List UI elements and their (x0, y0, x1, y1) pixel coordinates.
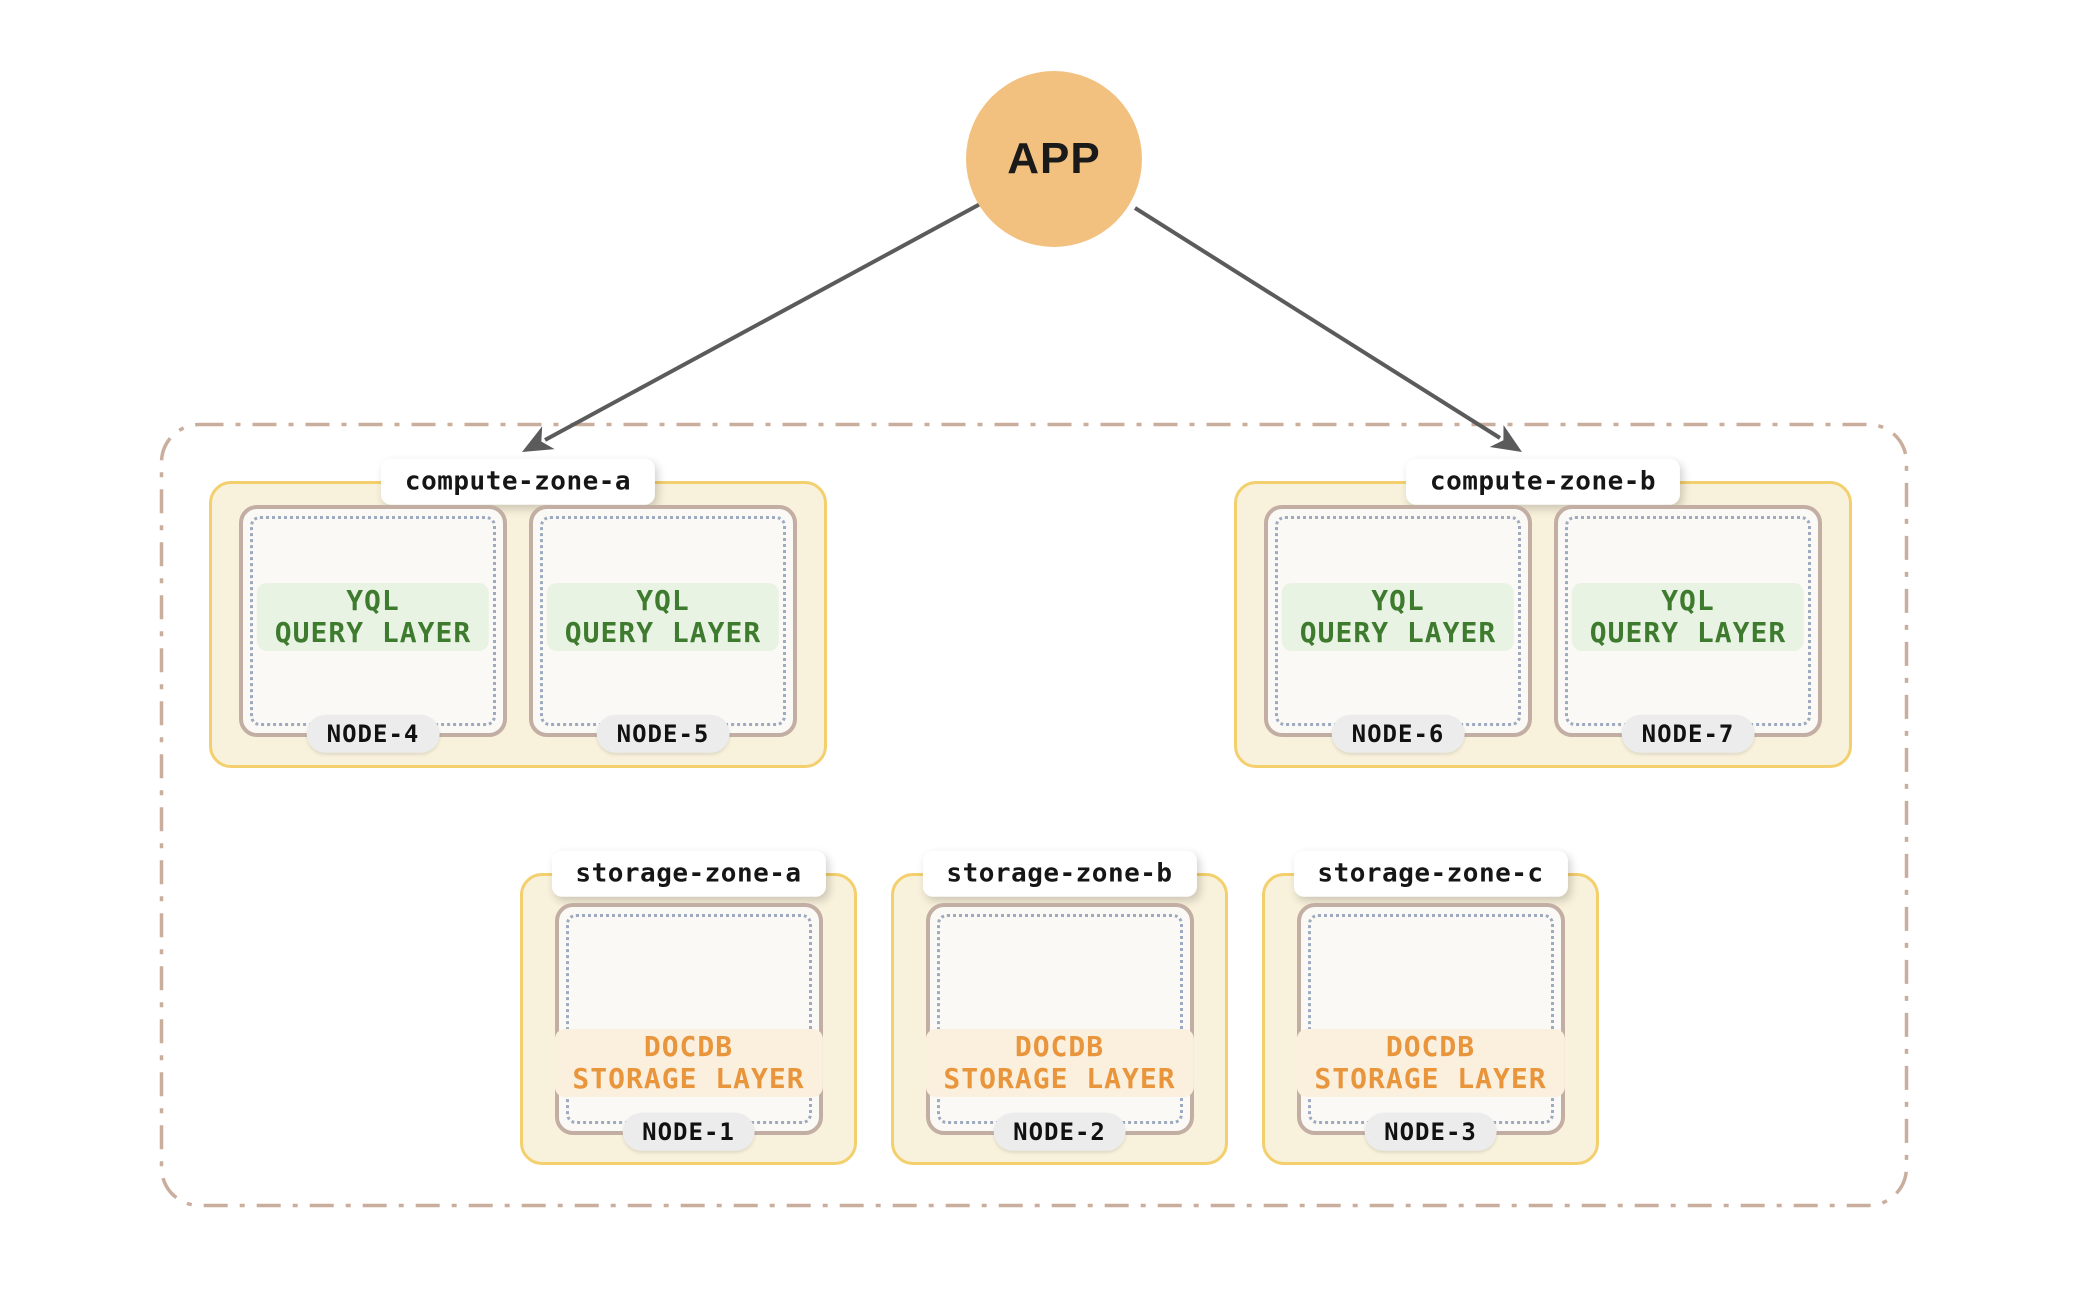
zone-compute-zone-b: compute-zone-b YQL QUERY LAYER NODE-6 YQ… (1234, 458, 1852, 768)
zone-label-storage-zone-b: storage-zone-b (922, 850, 1197, 897)
arrowhead-compute-zone-b (1489, 425, 1522, 452)
zone-nodes: DOCDB STORAGE LAYER NODE-1 (523, 876, 854, 1151)
node-2: DOCDB STORAGE LAYER NODE-2 (925, 903, 1194, 1151)
yql-query-layer-pill: YQL QUERY LAYER (1571, 583, 1805, 651)
node-badge: NODE-1 (622, 1112, 755, 1151)
layer-line-1: DOCDB (643, 1030, 734, 1063)
yql-query-layer-pill: YQL QUERY LAYER (256, 583, 490, 651)
zone-label-storage-zone-c: storage-zone-c (1293, 850, 1568, 897)
yql-query-layer-pill: YQL QUERY LAYER (546, 583, 780, 651)
node-badge: NODE-3 (1364, 1112, 1497, 1151)
layer-line-2: QUERY LAYER (1299, 616, 1497, 649)
zone-label-compute-zone-b: compute-zone-b (1405, 458, 1681, 505)
yql-query-layer-pill: YQL QUERY LAYER (1281, 583, 1515, 651)
layer-line-2: QUERY LAYER (274, 616, 472, 649)
node-4: YQL QUERY LAYER NODE-4 (239, 505, 507, 753)
zone-nodes: YQL QUERY LAYER NODE-6 YQL QUERY LAYER N… (1237, 484, 1849, 753)
node-badge: NODE-7 (1621, 714, 1755, 753)
node-5: YQL QUERY LAYER NODE-5 (529, 505, 797, 753)
cluster-boundary (159, 422, 1909, 1208)
node-badge: NODE-6 (1331, 714, 1465, 753)
docdb-storage-layer-pill: DOCDB STORAGE LAYER (925, 1029, 1194, 1097)
docdb-storage-layer-pill: DOCDB STORAGE LAYER (554, 1029, 823, 1097)
arrow-app-to-compute-zone-a (544, 201, 983, 442)
zone-storage-zone-b: storage-zone-b DOCDB STORAGE LAYER NODE-… (891, 850, 1228, 1165)
docdb-storage-layer-pill: DOCDB STORAGE LAYER (1296, 1029, 1565, 1097)
layer-line-1: DOCDB (1014, 1030, 1105, 1063)
zone-storage-zone-a: storage-zone-a DOCDB STORAGE LAYER NODE-… (520, 850, 857, 1165)
layer-line-1: YQL (1661, 584, 1715, 617)
layer-line-2: STORAGE LAYER (572, 1062, 805, 1095)
zone-label-compute-zone-a: compute-zone-a (380, 458, 656, 505)
node-7: YQL QUERY LAYER NODE-7 (1554, 505, 1822, 753)
zone-storage-zone-c: storage-zone-c DOCDB STORAGE LAYER NODE-… (1262, 850, 1599, 1165)
zone-nodes: DOCDB STORAGE LAYER NODE-2 (894, 876, 1225, 1151)
layer-line-1: YQL (636, 584, 690, 617)
node-badge: NODE-5 (596, 714, 730, 753)
zone-compute-zone-a: compute-zone-a YQL QUERY LAYER NODE-4 YQ… (209, 458, 827, 768)
layer-line-2: QUERY LAYER (564, 616, 762, 649)
node-6: YQL QUERY LAYER NODE-6 (1264, 505, 1532, 753)
layer-line-1: YQL (1371, 584, 1425, 617)
arrowhead-compute-zone-a (522, 426, 555, 452)
node-3: DOCDB STORAGE LAYER NODE-3 (1296, 903, 1565, 1151)
zone-label-storage-zone-a: storage-zone-a (551, 850, 826, 897)
node-badge: NODE-2 (993, 1112, 1126, 1151)
zone-nodes: YQL QUERY LAYER NODE-4 YQL QUERY LAYER N… (212, 484, 824, 753)
layer-line-2: QUERY LAYER (1589, 616, 1787, 649)
arrow-app-to-compute-zone-b (1133, 206, 1502, 440)
node-badge: NODE-4 (306, 714, 440, 753)
layer-line-2: STORAGE LAYER (943, 1062, 1176, 1095)
layer-line-2: STORAGE LAYER (1314, 1062, 1547, 1095)
app-label: APP (1007, 134, 1101, 183)
zone-nodes: DOCDB STORAGE LAYER NODE-3 (1265, 876, 1596, 1151)
app-node: APP (966, 71, 1142, 247)
node-1: DOCDB STORAGE LAYER NODE-1 (554, 903, 823, 1151)
layer-line-1: YQL (346, 584, 400, 617)
layer-line-1: DOCDB (1385, 1030, 1476, 1063)
